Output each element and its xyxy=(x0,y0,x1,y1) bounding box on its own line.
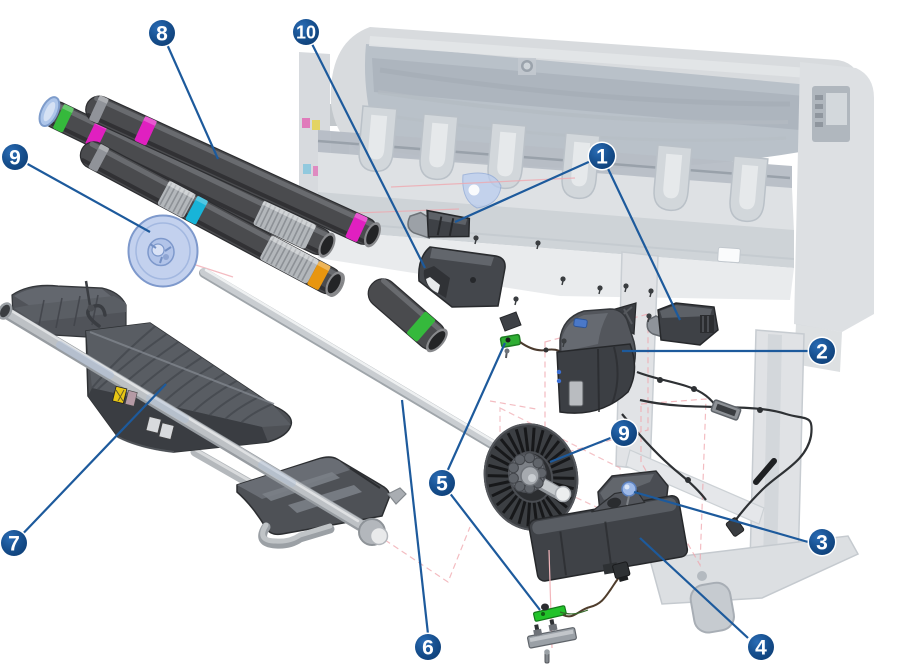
svg-text:9: 9 xyxy=(618,422,630,445)
svg-text:4: 4 xyxy=(755,636,767,659)
svg-text:2: 2 xyxy=(816,340,828,363)
svg-text:10: 10 xyxy=(296,22,316,42)
svg-text:8: 8 xyxy=(156,22,168,45)
svg-text:9: 9 xyxy=(9,146,21,169)
svg-text:6: 6 xyxy=(422,636,434,659)
svg-text:1: 1 xyxy=(596,145,608,168)
svg-text:5: 5 xyxy=(436,472,448,495)
svg-text:3: 3 xyxy=(816,531,828,554)
svg-text:7: 7 xyxy=(8,532,20,555)
